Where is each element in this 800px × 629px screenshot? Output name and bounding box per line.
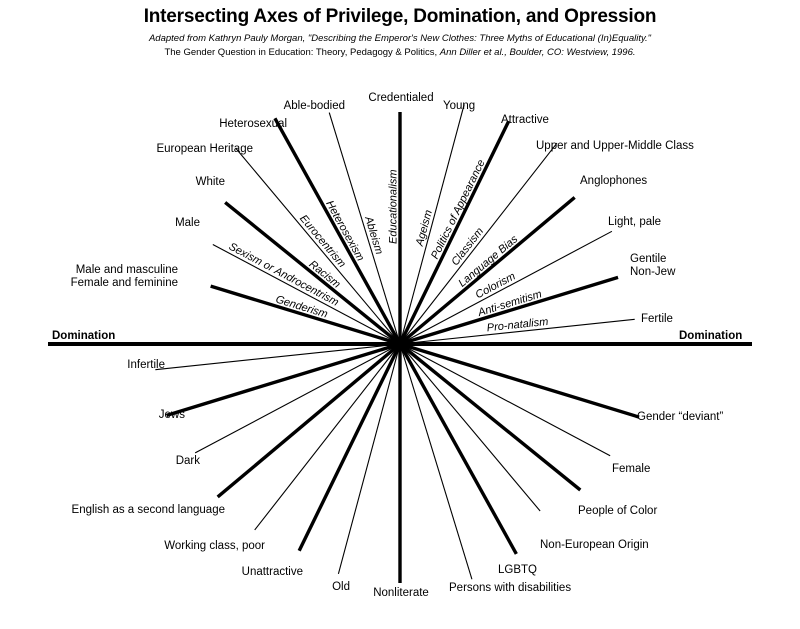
spoke-upper-politics-of-appearance	[398, 120, 511, 345]
label-privileged-eurocentrism: European Heritage	[156, 143, 253, 155]
subtitle-line-2: The Gender Question in Education: Theory…	[0, 47, 800, 58]
label-privileged-colorism: Light, pale	[608, 216, 662, 228]
spoke-upper-genderism	[210, 284, 401, 346]
spoke-upper-ageism	[399, 104, 465, 345]
label-oppressed-ageism: Old	[332, 581, 350, 593]
subtitle-line-1: Adapted from Kathryn Pauly Morgan, "Desc…	[148, 33, 652, 44]
spoke-upper-colorism	[399, 230, 613, 345]
label-privileged-educationalism: Credentialed	[368, 92, 434, 104]
spoke-upper-anti-semitism	[399, 275, 619, 346]
label-privileged-sexism: Male	[175, 217, 200, 229]
spoke-lower-anti-semitism	[166, 342, 401, 417]
label-oppressed-language-bias: English as a second language	[71, 504, 225, 516]
label-oppressed-colorism: Dark	[175, 455, 200, 467]
spoke-upper-heterosexism	[273, 117, 402, 345]
label-oppressed-ableism: Persons with disabilities	[449, 582, 572, 594]
label-oppressed-eurocentrism: Non-European Origin	[540, 539, 649, 551]
label-oppressed-racism: People of Color	[578, 505, 658, 517]
label-oppressed-educationalism: Nonliterate	[373, 587, 429, 599]
spoke-lower-language-bias	[216, 342, 402, 499]
spoke-upper-eurocentrism	[235, 148, 401, 345]
label-female-and-feminine: Female and feminine	[70, 277, 178, 289]
spoke-lower-ageism	[337, 343, 401, 575]
label-oppressed-politics-of-appearance: Unattractive	[241, 566, 303, 578]
label-oppressed-sexism: Female	[612, 463, 651, 475]
spoke-lower-classism	[254, 343, 401, 531]
domination-label-right: Domination	[679, 330, 743, 342]
subtitle-line-2-citation: Ann Diller et al., Boulder, CO: Westview…	[439, 47, 636, 58]
label-privileged-classism: Upper and Upper-Middle Class	[536, 140, 694, 152]
spoke-upper-racism	[224, 201, 402, 346]
spoke-lower-colorism	[194, 343, 401, 454]
label-oppressed-anti-semitism: Jews	[158, 409, 185, 421]
spoke-lower-racism	[398, 342, 582, 492]
label-oppressed-heterosexism: LGBTQ	[498, 564, 537, 576]
label-privileged-pro-natalism: Fertile	[641, 313, 673, 325]
label-privileged-ageism: Young	[443, 100, 476, 112]
subtitle-line-2-book: The Gender Question in Education: Theory…	[164, 47, 440, 58]
spoke-lower-eurocentrism	[399, 343, 541, 512]
spoke-lower-genderism	[399, 342, 640, 419]
spoke-lower-politics-of-appearance	[297, 343, 402, 552]
label-non-jew: Non-Jew	[630, 266, 676, 278]
spoke-upper-sexism-or-androcentrism	[212, 243, 401, 345]
label-privileged-politics-of-appearance: Attractive	[501, 114, 549, 126]
label-oppressed-pro-natalism: Infertile	[127, 359, 165, 371]
spoke-lower-ableism	[399, 343, 473, 580]
system-label-educationalism: Educationalism	[388, 169, 400, 244]
label-male-and-masculine: Male and masculine	[75, 264, 178, 276]
label-oppressed-classism: Working class, poor	[164, 540, 265, 552]
spoke-lower-sexism-or-androcentrism	[399, 343, 611, 457]
spoke-lower-heterosexism	[398, 343, 518, 555]
spoke-lower-pro-natalism	[155, 343, 401, 371]
page-title: Intersecting Axes of Privilege, Dominati…	[143, 6, 657, 27]
label-privileged-racism: White	[195, 176, 225, 188]
label-privileged-ableism: Able-bodied	[283, 100, 345, 112]
label-privileged-heterosexism: Heterosexual	[219, 118, 287, 130]
spoke-upper-classism	[399, 142, 558, 345]
label-oppressed-genderism: Gender “deviant”	[637, 411, 724, 423]
spoke-upper-pro-natalism	[399, 318, 635, 345]
spoke-upper-ableism	[328, 112, 401, 345]
spoke-upper-language-bias	[398, 196, 576, 346]
label-privileged-language-bias: Anglophones	[580, 175, 648, 187]
label-gentile: Gentile	[630, 253, 667, 265]
domination-label-left: Domination	[52, 330, 116, 342]
